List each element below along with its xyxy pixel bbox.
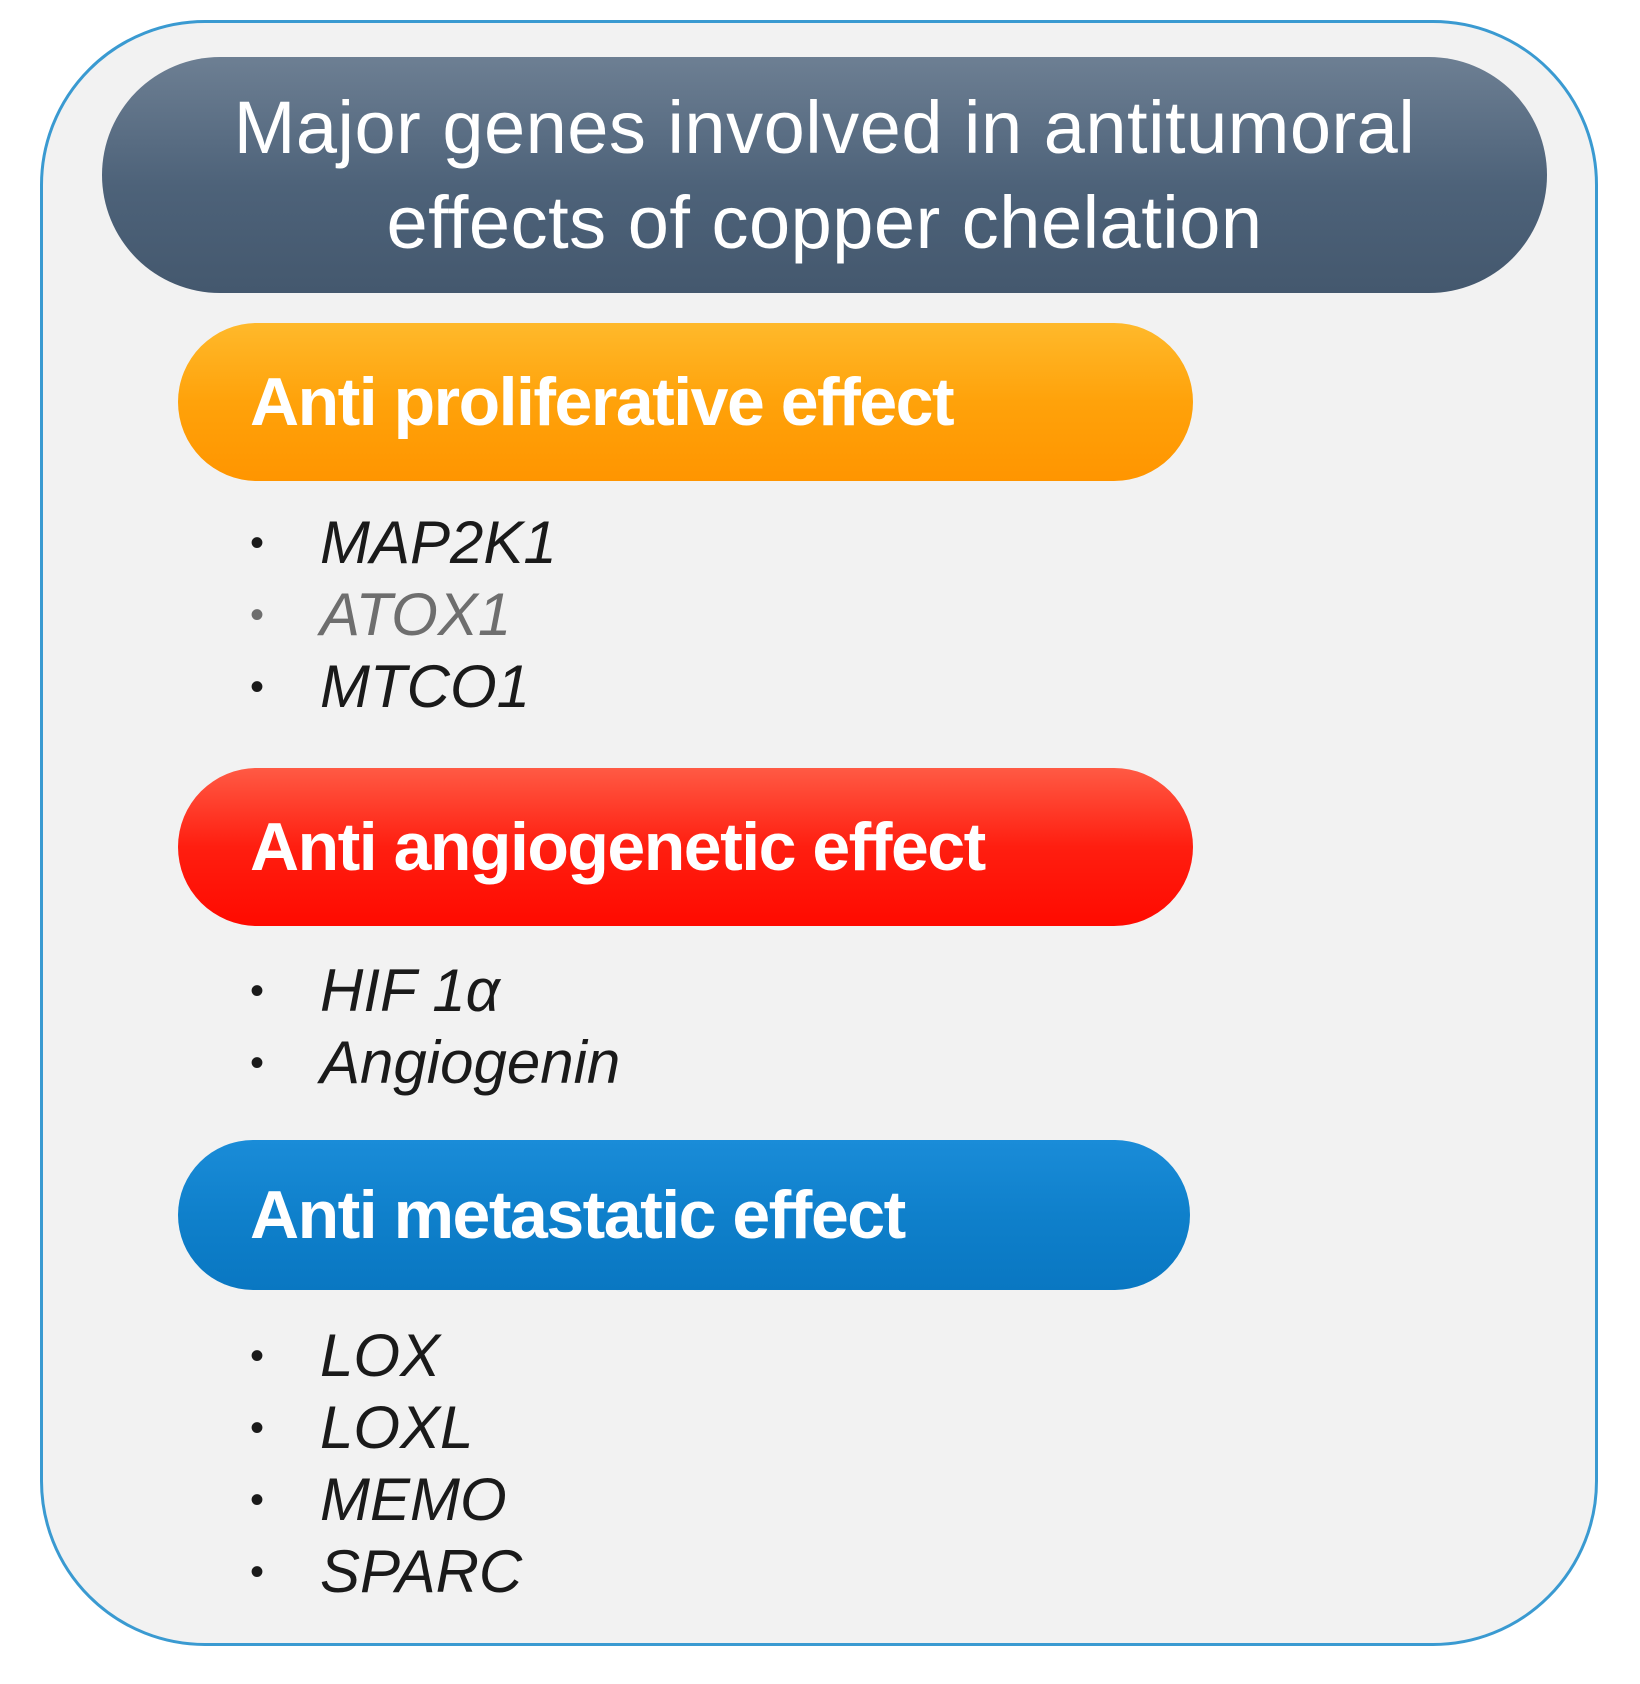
title-banner: Major genes involved in antitumoral effe…: [102, 57, 1547, 293]
gene-item-loxl: • LOXL: [250, 1392, 522, 1464]
anti-proliferative-label: Anti proliferative effect: [250, 364, 955, 440]
gene-item-memo: • MEMO: [250, 1464, 522, 1536]
gene-item-angiogenin: • Angiogenin: [250, 1027, 620, 1099]
anti-angiogenetic-gene-list: • HIF 1α • Angiogenin: [250, 955, 620, 1099]
gene-item-sparc: • SPARC: [250, 1536, 522, 1608]
title-line-2: effects of copper chelation: [386, 181, 1263, 264]
gene-item-atox1: • ATOX1: [250, 579, 557, 651]
anti-proliferative-banner: Anti proliferative effect: [178, 323, 1193, 481]
bullet: •: [250, 1478, 265, 1522]
bullet: •: [250, 1041, 265, 1085]
bullet: •: [250, 665, 265, 709]
bullet: •: [250, 593, 265, 637]
gene-item-mtco1: • MTCO1: [250, 651, 557, 723]
gene-name: HIF 1α: [320, 957, 500, 1024]
gene-name: Angiogenin: [320, 1029, 621, 1096]
gene-item-lox: • LOX: [250, 1320, 522, 1392]
anti-angiogenetic-banner: Anti angiogenetic effect: [178, 768, 1193, 926]
gene-name: MAP2K1: [320, 509, 557, 576]
anti-metastatic-banner: Anti metastatic effect: [178, 1140, 1190, 1290]
anti-metastatic-gene-list: • LOX • LOXL • MEMO • SPARC: [250, 1320, 522, 1608]
title-line-1: Major genes involved in antitumoral: [233, 86, 1416, 169]
anti-metastatic-label: Anti metastatic effect: [250, 1177, 906, 1253]
bullet: •: [250, 1406, 265, 1450]
anti-proliferative-gene-list: • MAP2K1 • ATOX1 • MTCO1: [250, 507, 557, 723]
anti-angiogenetic-label: Anti angiogenetic effect: [250, 809, 986, 885]
gene-item-map2k1: • MAP2K1: [250, 507, 557, 579]
bullet: •: [250, 1550, 265, 1594]
bullet: •: [250, 969, 265, 1013]
gene-name: MTCO1: [320, 653, 530, 720]
gene-item-hif1a: • HIF 1α: [250, 955, 620, 1027]
bullet: •: [250, 1334, 265, 1378]
gene-name: SPARC: [320, 1538, 523, 1605]
bullet: •: [250, 521, 265, 565]
gene-name: LOX: [320, 1322, 441, 1389]
gene-name: MEMO: [320, 1466, 507, 1533]
gene-name: ATOX1: [320, 581, 512, 648]
gene-name: LOXL: [320, 1394, 474, 1461]
